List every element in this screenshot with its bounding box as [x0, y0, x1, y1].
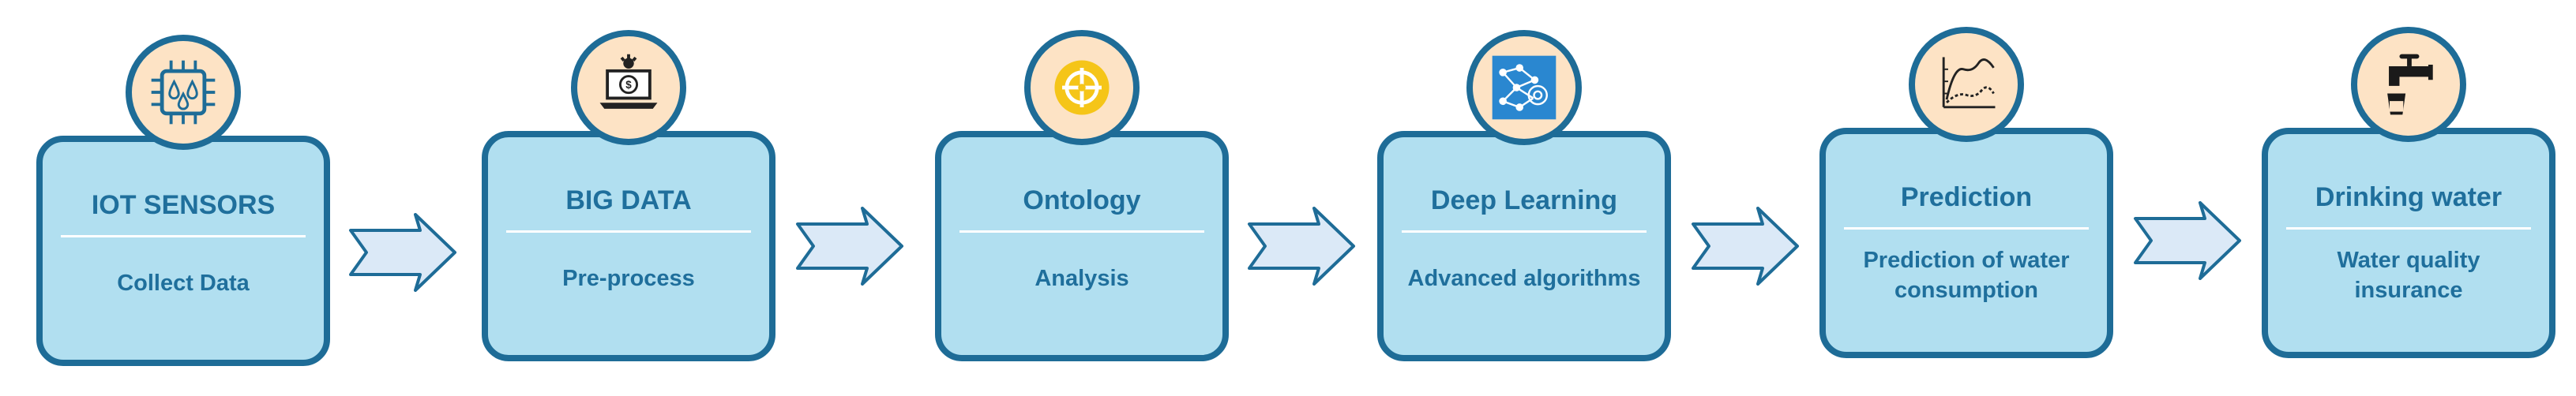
step-subtitle: Pre-process [562, 265, 695, 291]
card-divider [1844, 227, 2089, 230]
step-card: BIG DATA Pre-process [482, 131, 775, 361]
card-divider [959, 230, 1204, 233]
flow-arrow [1690, 207, 1801, 286]
step-title: Deep Learning [1430, 185, 1618, 215]
chevron-arrow-icon [796, 207, 903, 286]
step-card: Ontology Analysis [935, 131, 1229, 361]
step-icon-circle [2351, 27, 2466, 142]
step-drinking-water: Drinking water Water quality insurance [2262, 27, 2555, 358]
chevron-arrow-icon [1248, 207, 1355, 286]
step-icon-circle [1909, 27, 2024, 142]
step-icon-circle: $ [571, 30, 686, 145]
step-icon-circle [126, 35, 241, 150]
step-iot-sensors: IOT SENSORS Collect Data [36, 35, 330, 366]
flow-arrow [2132, 201, 2243, 280]
iot-chip-icon [151, 60, 216, 125]
step-subtitle: Advanced algorithms [1407, 265, 1641, 291]
step-deep-learning: Deep Learning Advanced algorithms [1377, 30, 1671, 361]
step-subtitle: Prediction of water consumption [1863, 247, 2070, 303]
step-ontology: Ontology Analysis [935, 30, 1229, 361]
flow-arrow [794, 207, 905, 286]
step-subtitle: Analysis [1035, 265, 1129, 291]
laptop-data-icon: $ [599, 54, 658, 109]
step-subtitle: Collect Data [117, 270, 250, 296]
neural-network-icon [1492, 55, 1556, 120]
card-divider [2286, 227, 2531, 230]
chart-icon [1942, 57, 1996, 109]
card-divider [61, 235, 306, 237]
step-card: Drinking water Water quality insurance [2262, 128, 2555, 358]
chevron-arrow-icon [1692, 207, 1799, 286]
flow-arrow [1246, 207, 1357, 286]
faucet-icon [2387, 54, 2433, 115]
step-big-data: $ BIG DATA Pre-process [482, 30, 775, 361]
chevron-arrow-icon [2134, 201, 2241, 280]
step-icon-circle [1466, 30, 1582, 145]
step-subtitle: Water quality insurance [2337, 247, 2480, 303]
card-divider [1402, 230, 1647, 233]
flow-arrow [347, 213, 458, 292]
step-title: Ontology [1023, 185, 1141, 215]
step-title: Drinking water [2315, 181, 2503, 212]
step-icon-circle [1024, 30, 1140, 145]
chevron-arrow-icon [349, 213, 456, 292]
step-title: IOT SENSORS [91, 189, 276, 220]
target-icon [1054, 60, 1110, 115]
step-card: Prediction Prediction of water consumpti… [1819, 128, 2113, 358]
step-card: IOT SENSORS Collect Data [36, 136, 330, 366]
step-prediction: Prediction Prediction of water consumpti… [1819, 27, 2113, 358]
svg-text:$: $ [625, 79, 632, 91]
step-title: BIG DATA [565, 185, 692, 215]
step-title: Prediction [1900, 181, 2033, 212]
card-divider [506, 230, 751, 233]
step-card: Deep Learning Advanced algorithms [1377, 131, 1671, 361]
